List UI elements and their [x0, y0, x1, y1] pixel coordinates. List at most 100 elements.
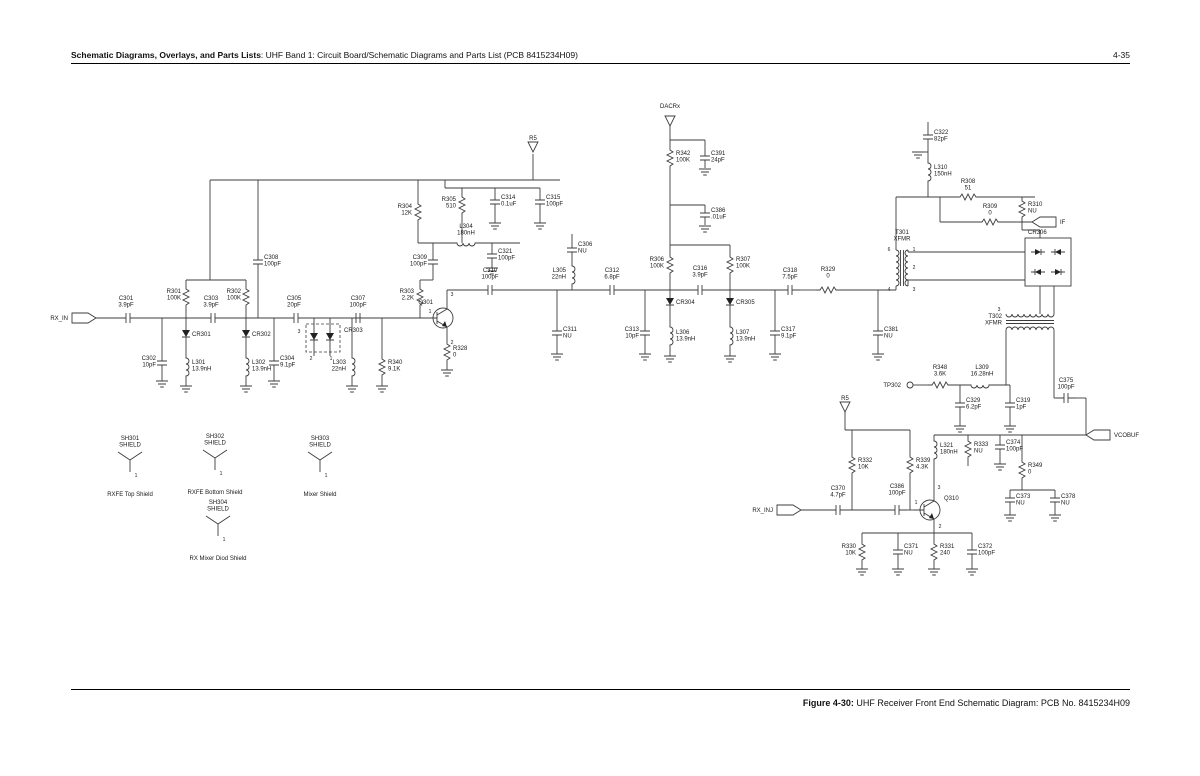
svg-text:3.9pF: 3.9pF	[118, 303, 134, 309]
svg-text:.01uF: .01uF	[711, 215, 727, 221]
svg-text:C319: C319	[1016, 398, 1031, 404]
svg-text:10pF: 10pF	[142, 363, 156, 369]
svg-text:100K: 100K	[167, 296, 181, 302]
svg-text:C304: C304	[280, 356, 295, 362]
svg-text:R307: R307	[736, 257, 751, 263]
svg-text:51: 51	[965, 186, 972, 192]
ground-icon	[954, 425, 966, 433]
svg-text:L321: L321	[940, 443, 954, 449]
svg-text:82pF: 82pF	[934, 137, 948, 143]
svg-text:CR304: CR304	[676, 300, 695, 306]
svg-text:NU: NU	[904, 551, 913, 557]
svg-text:150nH: 150nH	[934, 172, 952, 178]
svg-text:L304: L304	[459, 224, 473, 230]
svg-text:L301: L301	[192, 360, 206, 366]
svg-text:0.1uF: 0.1uF	[501, 202, 517, 208]
svg-text:9.1K: 9.1K	[388, 367, 400, 373]
svg-text:R332: R332	[858, 458, 873, 464]
svg-text:C370: C370	[831, 486, 846, 492]
svg-text:R306: R306	[650, 257, 665, 263]
svg-text:100pF: 100pF	[481, 275, 498, 281]
svg-text:100K: 100K	[650, 264, 664, 270]
svg-text:SH303: SH303	[311, 436, 330, 442]
svg-text:2: 2	[310, 356, 313, 362]
component-IF: IF	[1031, 216, 1066, 228]
svg-text:SH301: SH301	[121, 436, 140, 442]
svg-text:R308: R308	[961, 179, 976, 185]
ground-icon	[928, 568, 940, 576]
svg-text:CR303: CR303	[344, 328, 363, 334]
svg-text:L307: L307	[736, 330, 750, 336]
svg-text:C373: C373	[1016, 494, 1031, 500]
svg-text:4.7pF: 4.7pF	[830, 493, 846, 499]
component	[305, 323, 341, 353]
svg-text:C375: C375	[1059, 378, 1074, 384]
svg-text:C317: C317	[781, 327, 796, 333]
header-section-subtitle: : UHF Band 1: Circuit Board/Schematic Di…	[260, 50, 578, 60]
svg-text:13.9nH: 13.9nH	[676, 337, 695, 343]
svg-text:100K: 100K	[227, 296, 241, 302]
svg-text:100pF: 100pF	[498, 256, 515, 262]
svg-text:0: 0	[988, 211, 992, 217]
svg-text:10pF: 10pF	[625, 334, 639, 340]
svg-text:100K: 100K	[736, 264, 750, 270]
svg-text:L305: L305	[553, 268, 567, 274]
component-Q301: Q301	[418, 298, 454, 338]
ground-icon	[551, 353, 563, 361]
svg-text:R5: R5	[841, 396, 849, 402]
svg-text:L306: L306	[676, 330, 690, 336]
svg-text:RXFE Top Shield: RXFE Top Shield	[107, 492, 153, 498]
svg-text:4.3K: 4.3K	[916, 465, 928, 471]
ground-icon	[376, 385, 388, 393]
svg-text:C372: C372	[978, 544, 993, 550]
svg-text:C318: C318	[783, 268, 798, 274]
component-CR303: CR303	[326, 328, 363, 346]
svg-text:R329: R329	[821, 267, 836, 273]
component-CR304: CR304	[666, 293, 695, 311]
svg-text:6.2pF: 6.2pF	[966, 405, 982, 411]
svg-text:NU: NU	[578, 249, 587, 255]
component-TP302: TP302	[883, 381, 914, 389]
svg-text:1: 1	[913, 247, 916, 253]
svg-text:R340: R340	[388, 360, 403, 366]
ground-icon	[156, 380, 168, 388]
component-VCOBUF: VCOBUF	[1085, 429, 1139, 441]
component-RX_INJ: RX_INJ	[752, 504, 802, 516]
svg-text:R342: R342	[676, 151, 691, 157]
svg-text:100pF: 100pF	[410, 262, 427, 268]
svg-text:16.28nH: 16.28nH	[971, 372, 994, 378]
ground-icon	[180, 385, 192, 393]
svg-text:RXFE Bottom Shield: RXFE Bottom Shield	[187, 490, 242, 496]
ground-icon	[664, 355, 676, 363]
wires	[96, 122, 1087, 569]
svg-text:R330: R330	[842, 544, 857, 550]
